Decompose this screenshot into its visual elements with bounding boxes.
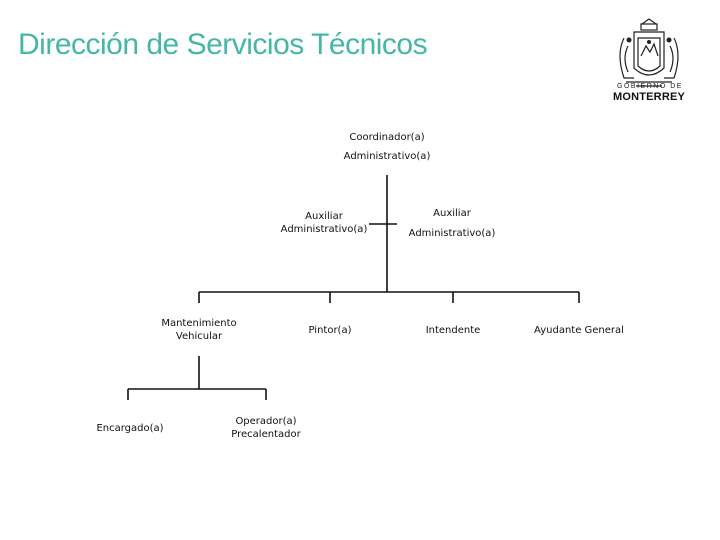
logo-text-gobierno: GOBIERNO DE — [617, 83, 683, 90]
node-assistant-left: Auxiliar Administrativo(a) — [274, 210, 374, 236]
node-assistant-right: Auxiliar Administrativo(a) — [402, 207, 502, 240]
node-assistant-right-line1: Auxiliar — [433, 208, 471, 219]
node-maintenance-line1: Mantenimiento — [161, 318, 237, 329]
node-operator-line2: Precalentador — [231, 429, 301, 440]
node-assistant-left-line1: Auxiliar — [305, 211, 343, 222]
node-operator: Operador(a) Precalentador — [216, 415, 316, 441]
node-general-helper: Ayudante General — [534, 325, 624, 336]
city-coat-of-arms-logo — [619, 18, 679, 87]
node-operator-line1: Operador(a) — [235, 416, 297, 427]
node-maintenance: Mantenimiento Vehicular — [149, 317, 249, 343]
node-coordinator-line2: Administrativo(a) — [343, 151, 431, 162]
node-coordinator: Coordinador(a) Administrativo(a) — [337, 131, 437, 163]
node-assistant-left-line2: Administrativo(a) — [280, 224, 368, 235]
node-manager: Encargado(a) — [96, 423, 164, 434]
node-maintenance-line2: Vehicular — [175, 331, 223, 342]
node-painter: Pintor(a) — [308, 325, 352, 336]
node-assistant-right-line2: Administrativo(a) — [408, 228, 496, 239]
node-coordinator-line1: Coordinador(a) — [349, 132, 425, 143]
page-title: Dirección de Servicios Técnicos — [18, 28, 428, 61]
logo-text-monterrey: MONTERREY — [612, 91, 686, 103]
node-intendant: Intendente — [425, 325, 481, 336]
